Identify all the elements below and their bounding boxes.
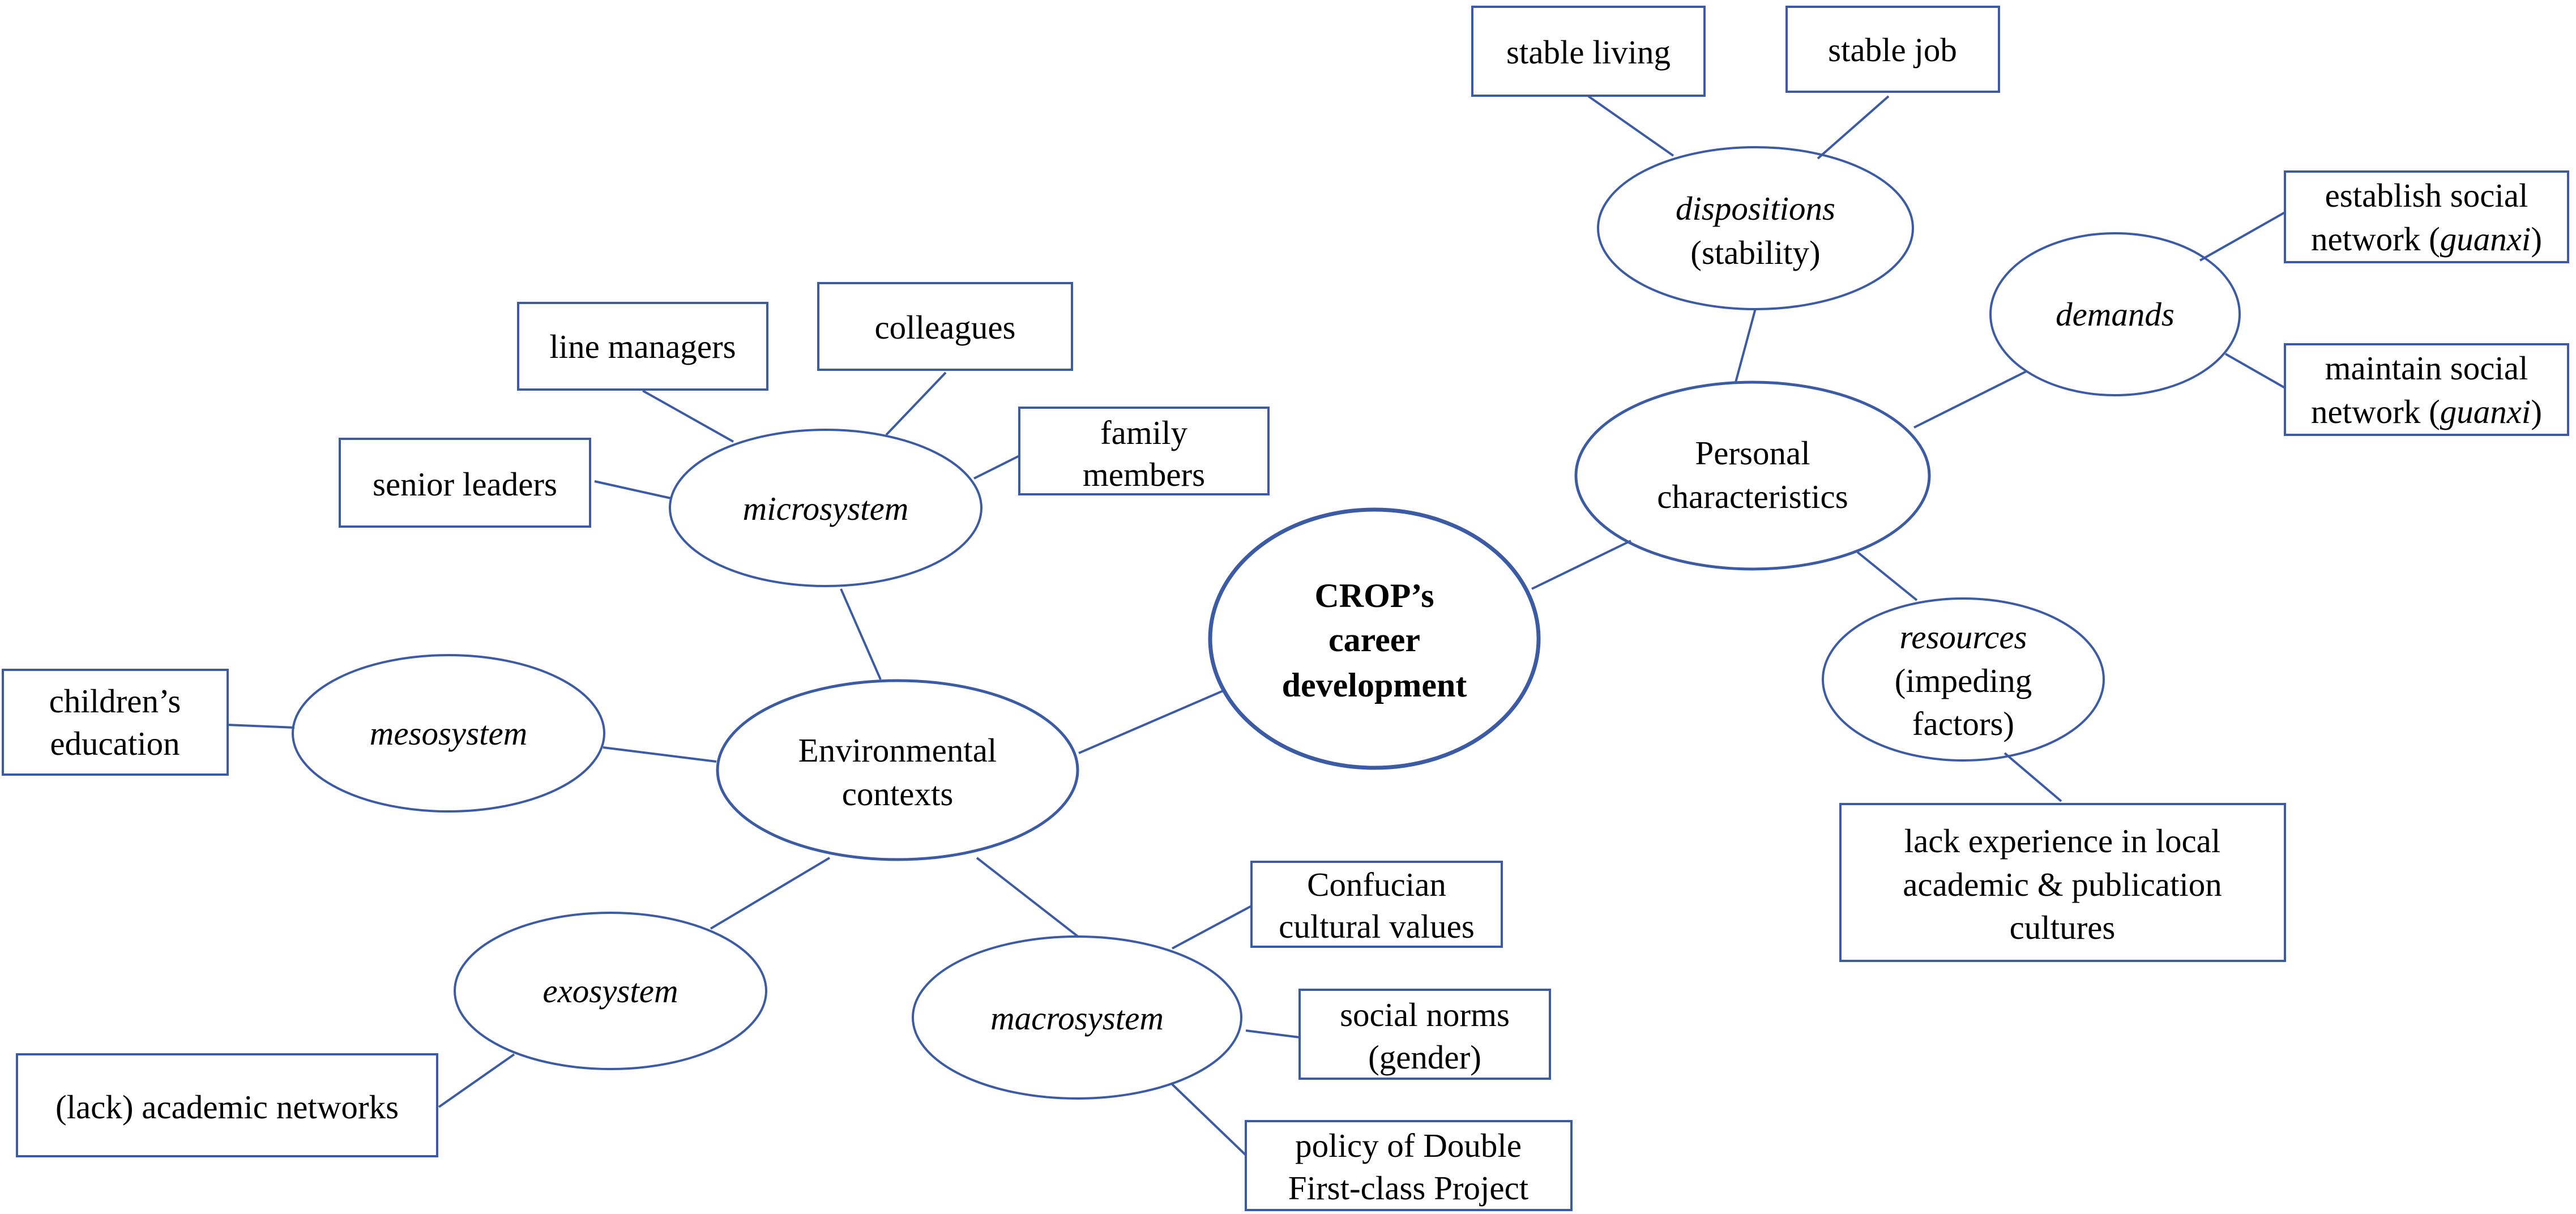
box-maintain-social-network [2284, 343, 2569, 436]
environmental-contexts-node [716, 679, 1079, 861]
box-confucian [1250, 861, 1503, 948]
environmental-label-line-2: contexts [842, 775, 954, 813]
center-label-line-1: CROP’s [1314, 577, 1434, 614]
connector-micro-line-managers [642, 390, 734, 443]
policy-text-2: First-class Project [1288, 1169, 1529, 1207]
box-policy [1245, 1120, 1573, 1211]
establish-pre: network ( [2311, 220, 2440, 258]
connector-meso-childrens-education [226, 724, 295, 729]
box-lack-experience [1839, 803, 2286, 962]
personal-label-line-2: characteristics [1657, 478, 1848, 515]
connector-env-macrosystem [976, 857, 1080, 938]
box-line-managers [517, 302, 768, 391]
box-establish-social-network [2284, 170, 2569, 263]
policy-text-1: policy of Double [1295, 1127, 1522, 1164]
dispositions-label: dispositions [1676, 190, 1835, 227]
confucian-text-1: Confucian [1307, 866, 1446, 903]
connector-personal-demands [1913, 370, 2028, 429]
connector-exo-academic-networks [438, 1053, 515, 1108]
connector-disp-stable-job [1817, 95, 1890, 160]
box-senior-leaders [339, 438, 591, 528]
dispositions-sub: (stability) [1690, 234, 1820, 271]
family-members-text-2: members [1083, 456, 1205, 493]
macrosystem-label: macrosystem [990, 999, 1164, 1037]
box-social-norms [1298, 989, 1551, 1080]
mesosystem-label: mesosystem [370, 715, 528, 752]
connector-personal-dispositions [1735, 308, 1757, 383]
line-managers-text: line managers [549, 328, 736, 365]
connector-env-exosystem [710, 857, 831, 930]
academic-networks-text: (lack) academic networks [55, 1088, 399, 1126]
lack-experience-text-3: cultures [2010, 909, 2116, 946]
box-stable-job [1785, 6, 2000, 93]
lack-experience-text-1: lack experience in local [1904, 822, 2221, 860]
connector-demands-establish [2199, 211, 2285, 262]
confucian-text-2: cultural values [1279, 908, 1475, 945]
demands-label: demands [2056, 296, 2175, 333]
connector-env-mesosystem [603, 746, 717, 763]
maintain-pre: network ( [2311, 393, 2440, 430]
connector-center-environmental [1078, 690, 1224, 754]
childrens-education-text-1: children’s [49, 682, 181, 720]
macrosystem-node [912, 935, 1242, 1100]
connector-macro-confucian [1172, 905, 1252, 950]
box-stable-living [1471, 6, 1706, 97]
box-childrens-education [2, 669, 229, 776]
stable-job-text: stable job [1828, 31, 1957, 69]
box-colleagues [817, 282, 1073, 371]
connector-personal-resources [1856, 551, 1918, 601]
dispositions-node [1597, 146, 1914, 310]
connector-macro-policy [1171, 1083, 1247, 1156]
family-members-text-1: family [1100, 414, 1188, 451]
exosystem-node [454, 912, 767, 1070]
mesosystem-node [292, 654, 605, 813]
connector-env-microsystem [840, 588, 882, 680]
maintain-guanxi: guanxi [2440, 393, 2531, 430]
resources-sub-1: (impeding [1895, 662, 2032, 699]
center-node [1208, 507, 1541, 770]
center-label-line-2: career [1328, 621, 1420, 659]
connector-disp-stable-living [1587, 95, 1674, 157]
box-family-members [1018, 407, 1270, 495]
connector-center-personal [1531, 540, 1631, 590]
resources-sub-2: factors) [1912, 705, 2014, 742]
establish-post: ) [2531, 220, 2542, 258]
childrens-education-text-2: education [50, 725, 180, 762]
resources-label: resources [1899, 618, 2027, 656]
connector-macro-social-norms [1245, 1029, 1300, 1038]
stable-living-text: stable living [1506, 33, 1671, 71]
connector-demands-maintain [2225, 353, 2285, 389]
connector-resources-lack-experience [2003, 752, 2062, 802]
establish-guanxi: guanxi [2440, 220, 2531, 258]
social-norms-text-1: social norms [1340, 996, 1510, 1033]
environmental-label-line-1: Environmental [798, 732, 997, 769]
demands-node [1989, 232, 2241, 396]
personal-label-line-1: Personal [1695, 434, 1810, 472]
maintain-text-1: maintain social [2325, 349, 2528, 387]
maintain-text-2: network (guanxi) [2311, 393, 2542, 430]
establish-text-1: establish social [2325, 177, 2528, 214]
microsystem-label: microsystem [743, 490, 909, 527]
connector-micro-colleagues [885, 371, 947, 436]
connector-micro-family [973, 455, 1020, 480]
personal-characteristics-node [1574, 381, 1931, 571]
center-label-line-3: development [1282, 666, 1467, 704]
exosystem-label: exosystem [542, 972, 678, 1010]
microsystem-node [669, 429, 982, 587]
establish-text-2: network (guanxi) [2311, 220, 2542, 258]
colleagues-text: colleagues [875, 309, 1016, 346]
resources-node [1822, 597, 2105, 762]
box-academic-networks [16, 1053, 438, 1157]
maintain-post: ) [2531, 393, 2542, 430]
social-norms-text-2: (gender) [1368, 1038, 1481, 1076]
connector-micro-senior-leaders [594, 480, 672, 499]
lack-experience-text-2: academic & publication [1903, 866, 2222, 903]
senior-leaders-text: senior leaders [373, 465, 557, 503]
